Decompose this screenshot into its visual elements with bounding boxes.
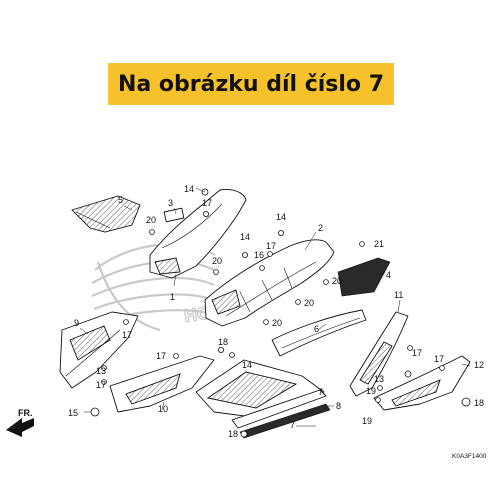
label-part-2: 2	[318, 223, 323, 233]
fastener-14-right	[277, 229, 284, 236]
label-part-14-mid: 14	[240, 232, 250, 242]
label-part-1: 1	[170, 292, 175, 302]
fastener-17-top	[202, 210, 209, 217]
drawing-code: K0A3F1400	[452, 453, 487, 460]
label-part-11: 11	[394, 290, 403, 300]
fastener-13-right-b	[377, 385, 383, 391]
label-part-6: 6	[314, 324, 319, 334]
label-part-17-left-b: 17	[96, 380, 106, 390]
label-part-8: 8	[336, 401, 341, 411]
part-2	[204, 239, 335, 327]
label-part-17-lower: 17	[156, 351, 166, 361]
part-number-labels: 5 3 14 17 20 1 20 14 16 17 14 2 20 20 20…	[68, 184, 487, 460]
label-part-17-center: 17	[266, 241, 276, 251]
label-part-18-right: 18	[474, 398, 484, 408]
label-part-17-far-right: 17	[434, 354, 444, 364]
label-part-15: 15	[68, 408, 78, 418]
part-12	[373, 355, 471, 411]
front-direction-arrow: FR.	[6, 408, 34, 437]
label-part-19-upper: 19	[366, 386, 376, 396]
part-4	[337, 257, 391, 297]
label-part-20-right-a: 20	[332, 276, 342, 286]
label-part-18-upper: 18	[218, 337, 228, 347]
fastener-20-right-c	[263, 319, 269, 325]
fastener-20-center	[213, 269, 219, 275]
label-part-14-top: 14	[184, 184, 194, 194]
fastener-17-far-right	[439, 365, 445, 371]
fastener-13-right	[404, 370, 412, 378]
leader-lines	[79, 187, 471, 427]
label-part-13-right: 13	[374, 374, 384, 384]
part-5	[71, 195, 141, 233]
center-floor-grid	[195, 359, 325, 419]
fastener-17-left-b	[101, 379, 107, 385]
fastener-17-lower	[173, 353, 179, 359]
part-6	[271, 309, 367, 357]
part-1	[149, 189, 247, 279]
label-part-12: 12	[474, 360, 484, 370]
fastener-18-right	[461, 397, 471, 407]
banner-text: Na obrázku díl číslo 7	[117, 71, 385, 97]
label-part-4: 4	[386, 270, 391, 280]
label-part-16: 16	[254, 250, 264, 260]
fastener-19-upper	[375, 397, 381, 403]
label-part-20-right-b: 20	[304, 298, 314, 308]
fastener-17-center	[267, 251, 273, 257]
label-part-17-left: 17	[122, 330, 132, 340]
label-part-10: 10	[158, 404, 168, 414]
fastener-18-lower	[240, 430, 248, 438]
label-part-17-top: 17	[202, 198, 212, 208]
label-part-20-left: 20	[146, 215, 156, 225]
part-3	[163, 207, 185, 223]
fastener-20-right-a	[323, 279, 329, 285]
label-part-13-left: 13	[96, 366, 106, 376]
part-8	[231, 389, 327, 429]
label-part-14-right: 14	[276, 212, 286, 222]
label-part-20-center: 20	[212, 256, 222, 266]
front-arrow-label: FR.	[18, 408, 33, 418]
fastener-17-right	[407, 345, 413, 351]
fastener-14-mid	[241, 251, 248, 258]
label-part-20-right-c: 20	[272, 318, 282, 328]
part-number-banner: Na obrázku díl číslo 7	[108, 63, 394, 105]
fastener-16	[259, 265, 265, 271]
label-part-19-lower: 19	[362, 416, 372, 426]
fastener-21	[359, 241, 365, 247]
label-part-14-lower: 14	[242, 360, 252, 370]
label-part-17-right: 17	[412, 348, 422, 358]
fasteners	[90, 188, 471, 438]
fastener-18-upper	[229, 352, 235, 358]
label-part-7-lower: 7	[290, 420, 295, 430]
part-9	[59, 311, 139, 389]
label-part-5: 5	[118, 195, 123, 205]
fastener-17-left	[123, 319, 129, 325]
label-part-21: 21	[374, 239, 384, 249]
fastener-15	[90, 407, 100, 417]
label-part-9: 9	[74, 318, 79, 328]
part-10	[109, 355, 215, 413]
label-part-18-lower: 18	[228, 429, 238, 439]
label-part-3: 3	[168, 198, 173, 208]
fastener-20-left	[149, 229, 155, 235]
label-part-7-upper: 7	[318, 387, 323, 397]
fastener-13-left	[101, 365, 107, 371]
fastener-14-lower	[217, 346, 224, 353]
fastener-20-right-b	[295, 299, 301, 305]
part-11	[349, 311, 409, 397]
